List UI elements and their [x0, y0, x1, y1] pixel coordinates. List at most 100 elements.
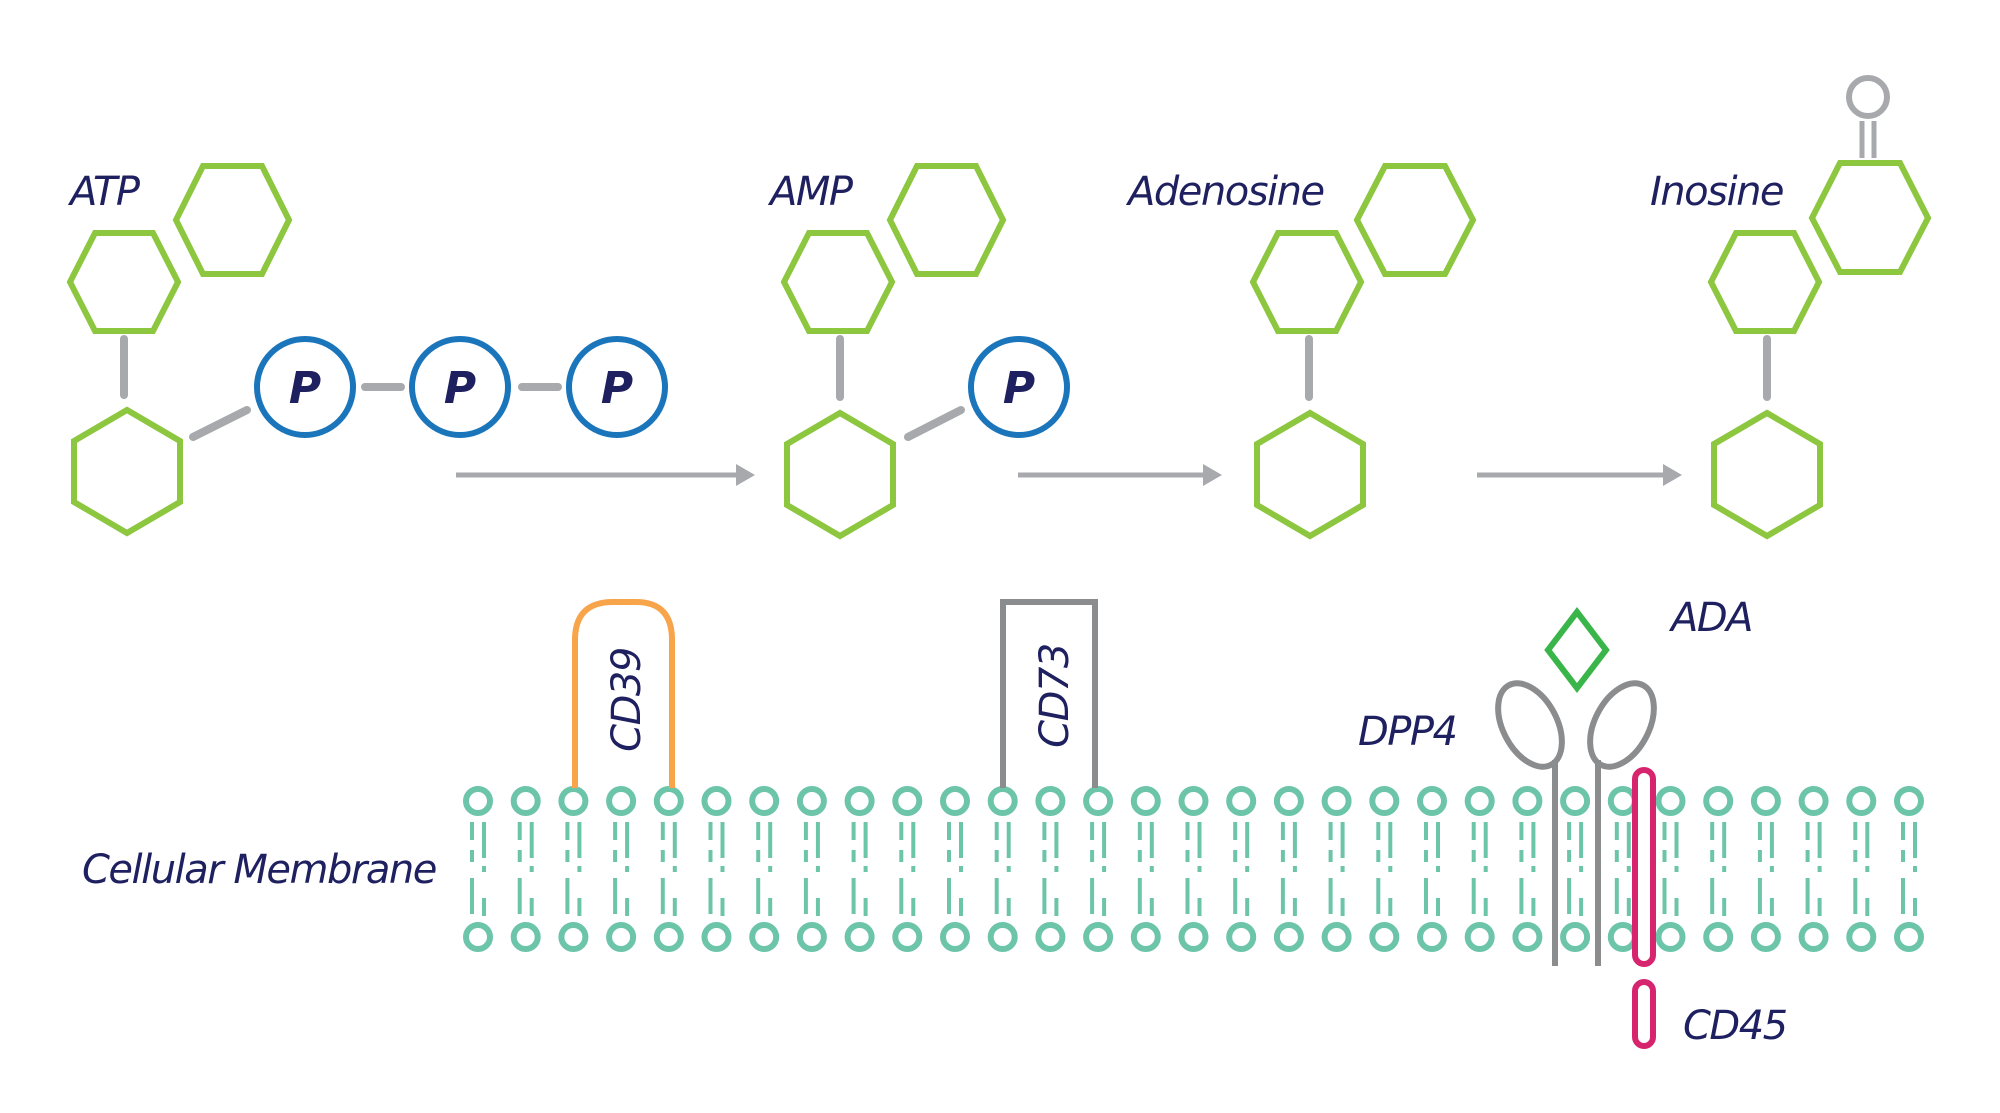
lipid-head	[1846, 786, 1877, 816]
lipid-head	[558, 786, 589, 816]
lipid-head	[1369, 922, 1400, 952]
lipid-head	[1226, 922, 1257, 952]
lipid-head	[987, 922, 1018, 952]
lipid-molecule	[463, 786, 493, 952]
lipid-molecule	[1464, 786, 1495, 952]
reaction-arrow	[456, 464, 755, 486]
lipid-head	[892, 922, 923, 952]
lipid-molecule	[1321, 786, 1352, 952]
lipid-head	[796, 922, 827, 952]
lipid-head	[1560, 786, 1591, 816]
ada-diamond-shape	[1544, 607, 1610, 693]
lipid-molecule	[1369, 786, 1400, 952]
lipid-head	[1464, 786, 1495, 816]
lipid-head	[606, 922, 637, 952]
membrane-label: Cellular Membrane	[82, 847, 436, 893]
phosphate-group: P	[566, 336, 668, 438]
ring-top-right	[172, 163, 293, 277]
lipid-head	[606, 786, 637, 816]
ring-top-right	[1353, 163, 1477, 277]
lipid-molecule	[1560, 786, 1591, 952]
lipid-molecule	[1178, 786, 1209, 952]
dpp4-left-lobe	[1495, 680, 1565, 770]
lipid-head	[1750, 786, 1781, 816]
lipid-molecule	[558, 786, 589, 952]
lipid-head	[1178, 786, 1209, 816]
molecule-label-atp: ATP	[67, 169, 141, 215]
lipid-head	[940, 786, 970, 816]
lipid-head	[940, 922, 970, 952]
lipid-head	[1273, 786, 1304, 816]
svg-text:P: P	[601, 363, 633, 414]
phosphate-group: P	[254, 336, 356, 438]
lipid-head	[1703, 922, 1734, 952]
ring-bottom	[1711, 409, 1823, 540]
cd73-enzyme: CD73	[1000, 599, 1098, 788]
dpp4-right-lobe	[1587, 680, 1657, 770]
lipid-head	[1083, 786, 1114, 816]
lipid-molecule	[1226, 786, 1257, 952]
lipid-head	[796, 786, 827, 816]
lipid-head	[1417, 786, 1447, 816]
lipid-molecule	[892, 786, 923, 952]
lipid-head	[701, 922, 732, 952]
svg-text:P: P	[444, 363, 476, 414]
lipid-head	[653, 922, 684, 952]
lipid-head	[1464, 922, 1495, 952]
molecule-label-amp: AMP	[767, 169, 854, 215]
lipid-molecule	[1273, 786, 1304, 952]
lipid-head	[749, 922, 780, 952]
lipid-molecule	[1512, 786, 1543, 952]
svg-text:P: P	[1003, 363, 1035, 414]
lipid-head	[701, 786, 732, 816]
lipid-molecule	[1083, 786, 1114, 952]
lipid-molecule	[1894, 786, 1924, 952]
lipid-head	[844, 786, 875, 816]
lipid-head	[1560, 922, 1591, 952]
molecule-adenosine: Adenosine	[1125, 163, 1477, 540]
lipid-head	[558, 922, 589, 952]
lipid-head	[463, 786, 493, 816]
lipid-molecule	[1130, 786, 1161, 952]
lipid-head	[1607, 922, 1638, 952]
lipid-head	[1750, 922, 1781, 952]
lipid-head	[1226, 786, 1257, 816]
lipid-molecule	[844, 786, 875, 952]
cd73-label: CD73	[1032, 644, 1078, 748]
molecule-label-inosine: Inosine	[1650, 169, 1783, 215]
ada-label: ADA	[1668, 595, 1752, 641]
phosphate-group: P	[409, 336, 511, 438]
lipid-molecule	[701, 786, 732, 952]
lipid-molecule	[749, 786, 780, 952]
lipid-head	[1607, 786, 1638, 816]
lipid-head	[1130, 786, 1161, 816]
ada-enzyme: ADA	[1544, 595, 1754, 693]
ring-top-right	[886, 163, 1007, 277]
cd39-label: CD39	[604, 648, 650, 752]
cd39-enzyme: CD39	[572, 599, 675, 788]
lipid-head	[1655, 786, 1686, 816]
lipid-molecule	[1035, 786, 1066, 952]
lipid-head	[749, 786, 780, 816]
phosphate-group: P	[968, 336, 1070, 438]
lipid-head	[653, 786, 684, 816]
lipid-head	[844, 922, 875, 952]
lipid-molecule	[1846, 786, 1877, 952]
cd45-intracellular-bar	[1632, 979, 1656, 1049]
keto-oxygen	[1846, 75, 1890, 119]
molecule-atp: ATP P P P	[66, 163, 668, 537]
ring-bottom	[1254, 409, 1366, 540]
lipid-molecule	[653, 786, 684, 952]
lipid-molecule	[1655, 786, 1686, 952]
reaction-arrow	[1477, 464, 1682, 486]
lipid-head	[1178, 922, 1209, 952]
lipid-bilayer-membrane	[463, 786, 1924, 952]
lipid-head	[1798, 786, 1829, 816]
lipid-head	[1512, 786, 1543, 816]
lipid-head	[510, 786, 541, 816]
lipid-head	[1273, 922, 1304, 952]
lipid-molecule	[510, 786, 541, 952]
lipid-molecule	[1703, 786, 1734, 952]
lipid-head	[987, 786, 1018, 816]
